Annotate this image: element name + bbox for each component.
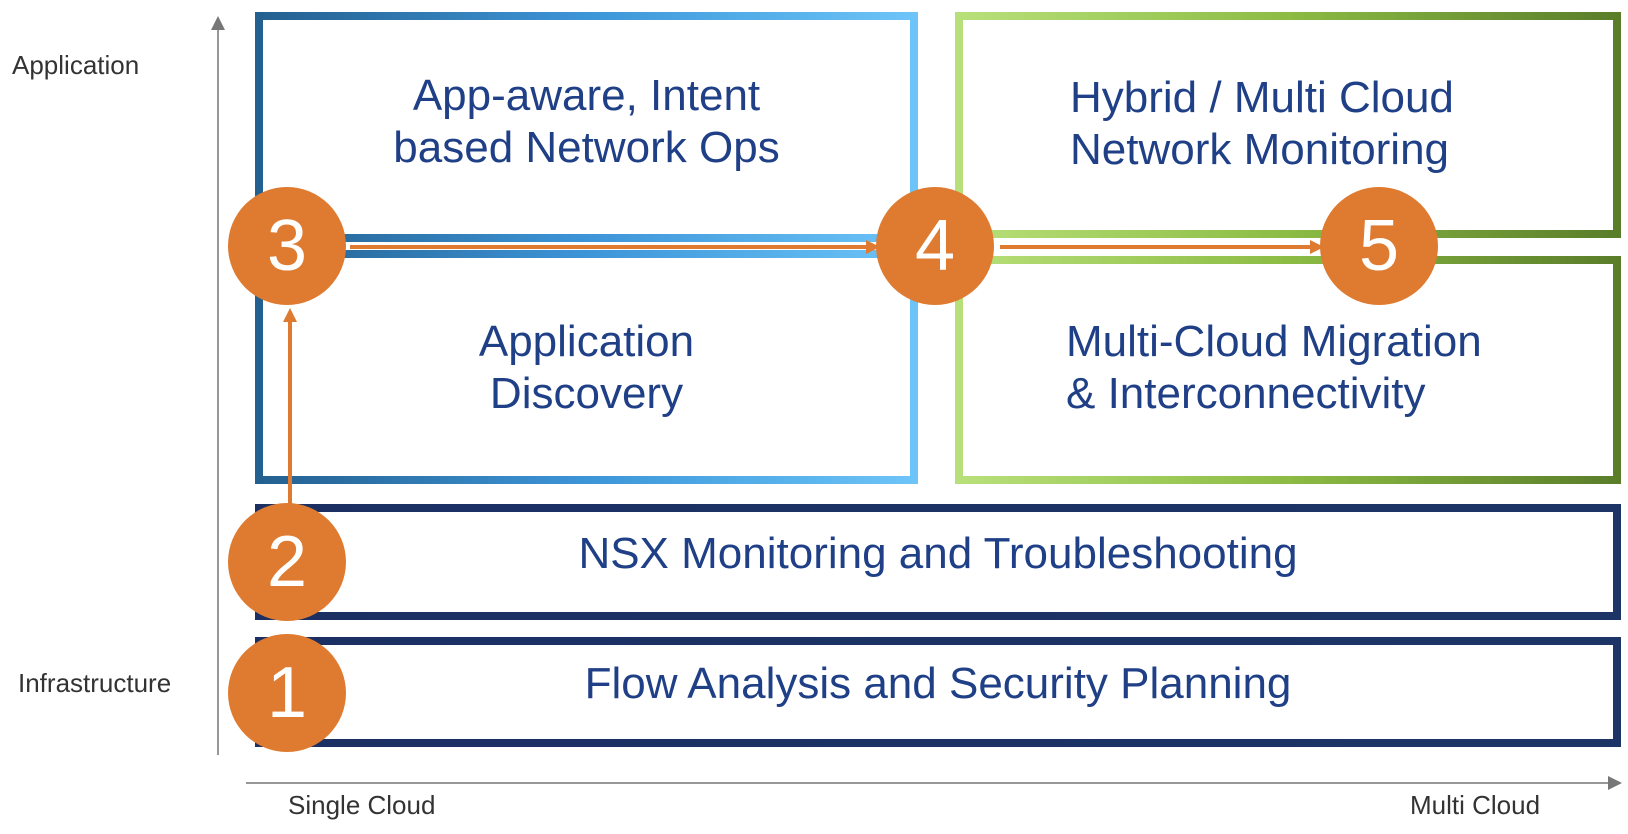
box-app-aware-border (255, 12, 918, 242)
step-badge-1: 1 (228, 634, 346, 752)
arrow-4-to-5-head (1310, 240, 1324, 254)
x-axis-right-label: Multi Cloud (1410, 790, 1541, 820)
box-app-discovery-border (255, 250, 918, 484)
box-hybrid-monitoring-line2: Network Monitoring (1070, 125, 1450, 174)
step-badge-5: 5 (1320, 187, 1438, 305)
box-hybrid-monitoring-line1: Hybrid / Multi Cloud (1070, 73, 1454, 122)
box-nsx: NSX Monitoring and Troubleshooting (578, 529, 1298, 578)
box-app-discovery-line1: Application (478, 317, 695, 366)
box-app-discovery: Application Discovery (263, 316, 910, 420)
y-axis-top-label: Application (12, 50, 140, 80)
box-app-discovery-line2: Discovery (489, 369, 684, 418)
x-axis-left-label: Single Cloud (288, 790, 436, 820)
box-multicloud-migration: Multi-Cloud Migration & Interconnectivit… (1066, 316, 1566, 420)
y-axis-arrowhead (211, 16, 225, 30)
box-flow: Flow Analysis and Security Planning (584, 659, 1292, 708)
box-hybrid-monitoring: Hybrid / Multi Cloud Network Monitoring (1070, 72, 1540, 176)
step-badge-2: 2 (228, 503, 346, 621)
arrow-2-to-3-head (283, 308, 297, 322)
arrow-3-to-4-head (866, 240, 880, 254)
box-multicloud-migration-border (955, 256, 1621, 484)
box-app-aware-line1: App-aware, Intent (412, 71, 761, 120)
step-badge-3: 3 (228, 187, 346, 305)
box-multicloud-migration-line2: & Interconnectivity (1066, 369, 1426, 418)
box-app-aware: App-aware, Intent based Network Ops (263, 70, 910, 174)
y-axis-bottom-label: Infrastructure (18, 668, 172, 698)
box-multicloud-migration-line1: Multi-Cloud Migration (1066, 317, 1482, 366)
box-app-aware-line2: based Network Ops (393, 123, 780, 172)
step-badge-4: 4 (876, 187, 994, 305)
x-axis-arrowhead (1608, 776, 1622, 790)
box-hybrid-monitoring-border (955, 12, 1621, 238)
